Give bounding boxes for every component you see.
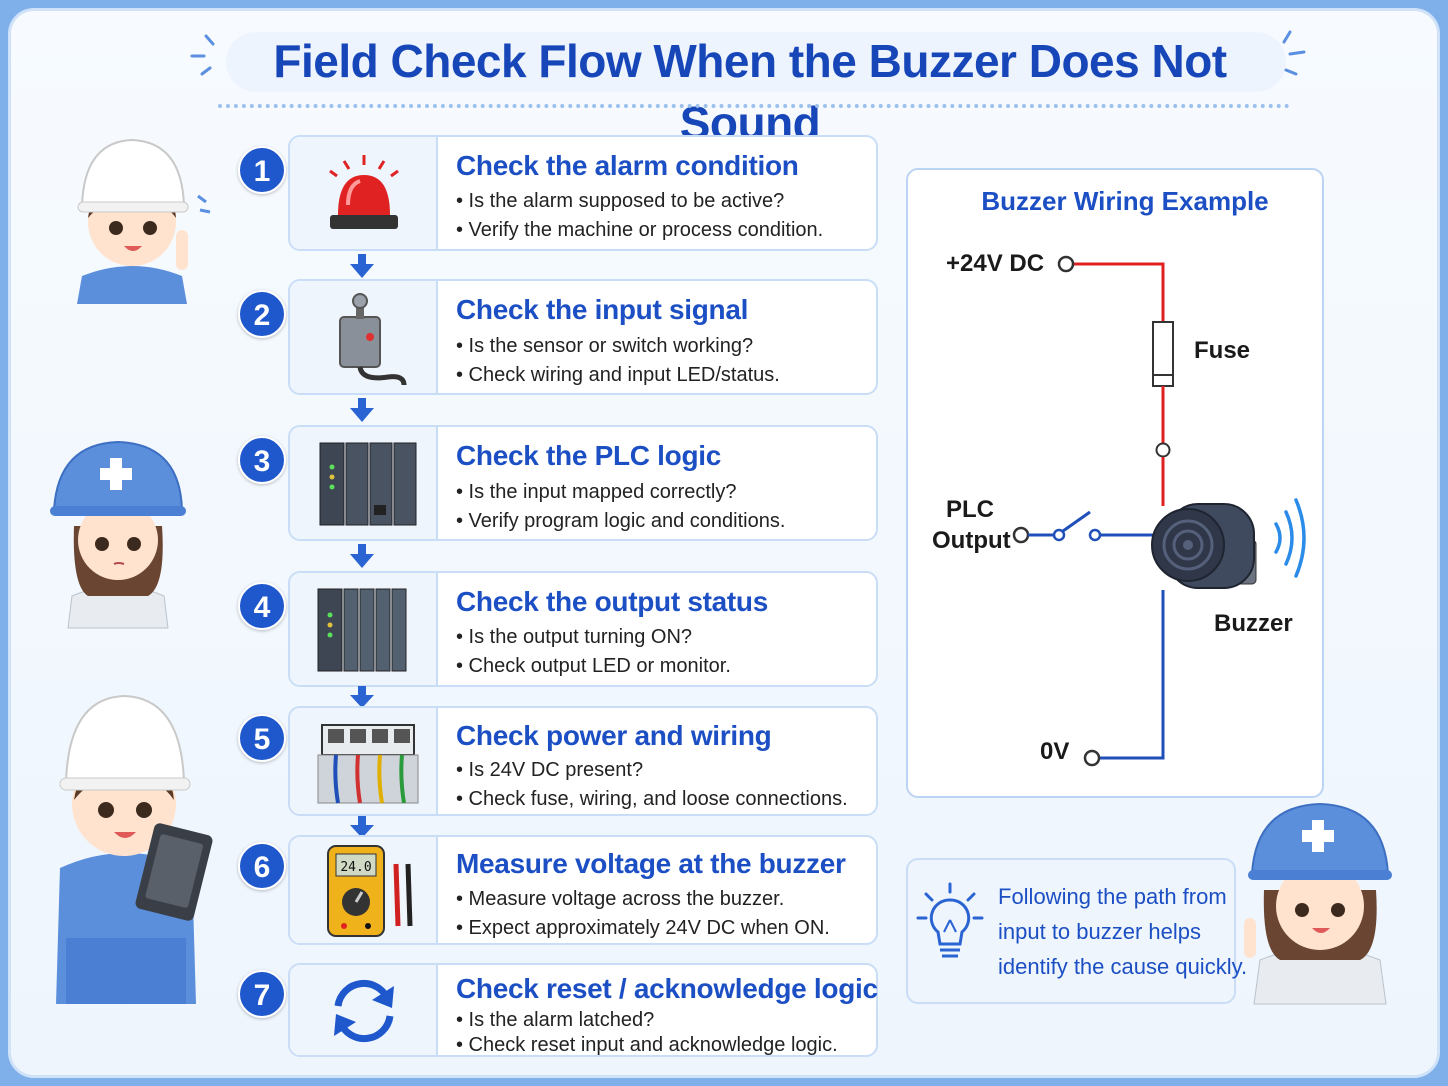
step-title-3: Check the PLC logic: [456, 440, 722, 471]
meter-reading: 24.0: [340, 860, 371, 875]
alarm-beacon-icon: [329, 155, 399, 229]
sparkle-left-icon: [190, 34, 215, 76]
arrow-down-icon: [350, 816, 374, 838]
limit-switch-icon: [339, 293, 407, 385]
buzzer-icon: [1151, 503, 1257, 589]
reset-cycle-icon: [334, 979, 394, 1043]
step-icon-box: [290, 281, 438, 393]
step-line-3a: • Is the input mapped correctly?: [456, 481, 737, 503]
wiring-diagram: [1012, 255, 1306, 767]
wiring-panel: [906, 168, 1324, 798]
fuse-symbol: [1152, 321, 1174, 387]
step-number-2: 2: [238, 290, 286, 338]
step-card-5: [288, 706, 878, 816]
step-line-7a: • Is the alarm latched?: [456, 1009, 655, 1031]
step-line-1b: • Verify the machine or process conditio…: [456, 219, 824, 241]
buzzer-label: Buzzer: [1214, 610, 1293, 637]
step-number-3: 3: [238, 436, 286, 484]
step-line-7b: • Check reset input and acknowledge logi…: [456, 1034, 838, 1056]
sparkle-right-icon: [1282, 30, 1306, 76]
plc-output-terminal: [1012, 526, 1030, 544]
step-line-3b: • Verify program logic and conditions.: [456, 510, 786, 532]
step-number-4: 4: [238, 582, 286, 630]
plc-module-icon: [319, 442, 417, 526]
step-line-2a: • Is the sensor or switch working?: [456, 335, 754, 357]
step-line-6a: • Measure voltage across the buzzer.: [456, 888, 785, 910]
step-title-2: Check the input signal: [456, 294, 749, 325]
step-icon-box: [290, 708, 438, 814]
step-line-1a: • Is the alarm supposed to be active?: [456, 190, 785, 212]
worker-thinking-illustration: [50, 440, 186, 629]
arrow-down-icon: [350, 398, 374, 422]
step-card-4: [288, 571, 878, 687]
lightbulb-icon: [916, 882, 984, 958]
tip-line-1: Following the path from: [998, 884, 1227, 909]
zero-volt-terminal: [1083, 749, 1101, 767]
title-banner: [226, 32, 1286, 92]
arrow-down-icon: [350, 254, 374, 278]
step-title-4: Check the output status: [456, 586, 769, 617]
supply-terminal: [1057, 255, 1075, 273]
step-line-4b: • Check output LED or monitor.: [456, 655, 731, 677]
step-icon-box: [290, 137, 438, 249]
worker-pointing-illustration: [77, 138, 211, 304]
step-line-4a: • Is the output turning ON?: [456, 626, 693, 648]
switch-contact: [1062, 510, 1091, 533]
step-card-6: 24.0: [288, 835, 878, 945]
plc-output-module-icon: [317, 588, 407, 672]
step-number-5: 5: [238, 714, 286, 762]
fuse-label: Fuse: [1194, 337, 1251, 364]
arrow-down-icon: [350, 544, 374, 568]
step-number-1: 1: [238, 146, 286, 194]
step-line-2b: • Check wiring and input LED/status.: [456, 364, 780, 386]
step-icon-box: [290, 427, 438, 539]
tip-line-3: identify the cause quickly.: [998, 954, 1248, 979]
step-line-5b: • Check fuse, wiring, and loose connecti…: [456, 788, 848, 810]
step-icon-box: [290, 965, 438, 1055]
step-line-6b: • Expect approximately 24V DC when ON.: [456, 917, 830, 939]
step-title-1: Check the alarm condition: [456, 150, 799, 181]
step-title-5: Check power and wiring: [456, 720, 772, 751]
step-number-6: 6: [238, 842, 286, 890]
worker-tip-illustration: [1244, 802, 1392, 1005]
plc-label: PLC: [946, 496, 994, 523]
multimeter-icon: 24.0: [327, 845, 413, 937]
worker-clipboard-illustration: [56, 694, 213, 1004]
junction-node: [1155, 442, 1171, 458]
terminal-block-icon: [317, 724, 419, 804]
step-icon-box: [290, 573, 438, 685]
tip-line-2: input to buzzer helps: [998, 919, 1202, 944]
step-number-7: 7: [238, 970, 286, 1018]
title-divider: [218, 104, 1290, 108]
step-card-2: [288, 279, 878, 395]
positive-wire: [1074, 262, 1165, 322]
step-line-5a: • Is 24V DC present?: [456, 759, 644, 781]
output-label: Output: [932, 527, 1011, 554]
supply-label: +24V DC: [946, 250, 1045, 277]
arrow-down-icon: [350, 686, 374, 708]
zero-volt-label: 0V: [1040, 738, 1070, 765]
step-card-3: [288, 425, 878, 541]
step-card-1: [288, 135, 878, 251]
sound-waves-icon: [1274, 498, 1306, 578]
negative-wire: [1099, 590, 1165, 760]
step-title-7: Check reset / acknowledge logic: [456, 973, 878, 1004]
step-title-6: Measure voltage at the buzzer: [456, 848, 846, 879]
step-icon-box: 24.0: [290, 837, 438, 943]
wiring-title: Buzzer Wiring Example: [981, 186, 1269, 216]
step-card-7: [288, 963, 878, 1057]
